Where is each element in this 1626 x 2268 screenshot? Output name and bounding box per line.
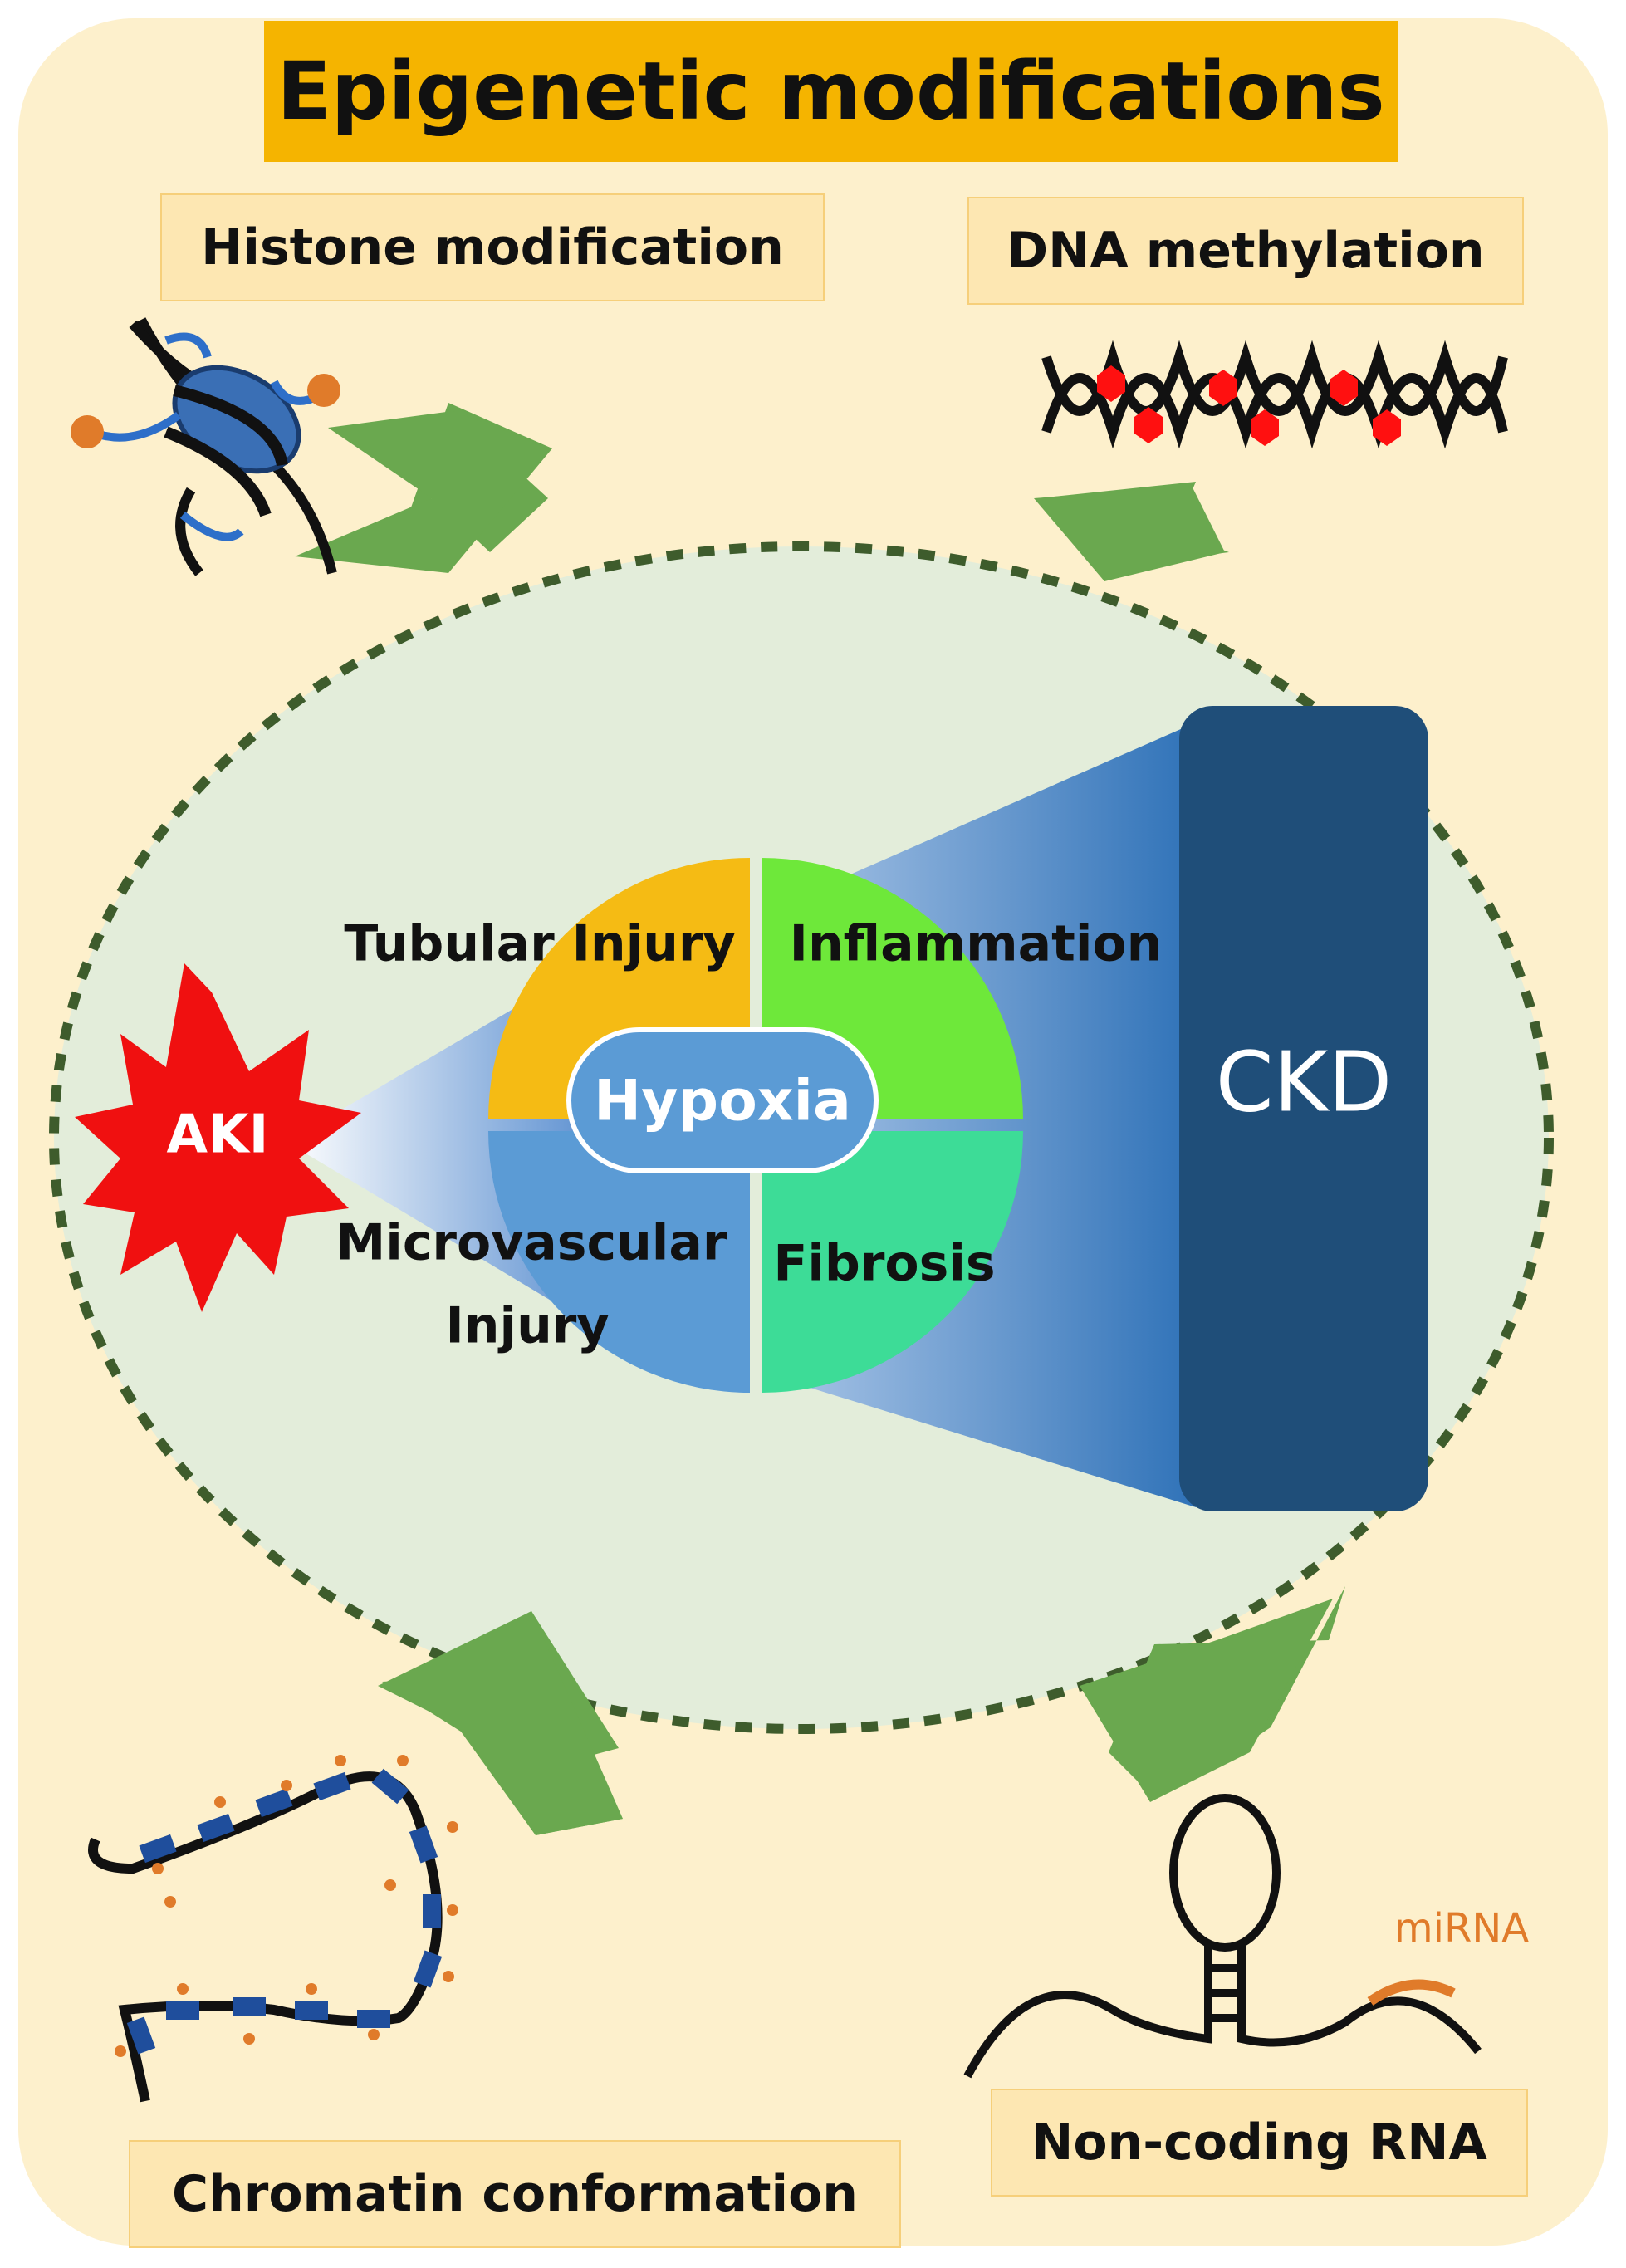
label-tubular-injury: Tubular Injury <box>344 915 735 973</box>
quadrant-microvascular <box>488 1131 750 1393</box>
label-hypoxia: Hypoxia <box>594 1069 851 1134</box>
label-microvascular: Microvascular <box>336 1214 727 1272</box>
label-histone-modification: Histone modification <box>160 193 825 301</box>
label-aki: AKI <box>167 1105 269 1166</box>
label-chromatin-conformation: Chromatin conformation <box>129 2140 901 2248</box>
label-mirna: miRNA <box>1394 1905 1529 1952</box>
aki-starburst <box>75 963 361 1312</box>
label-fibrosis: Fibrosis <box>773 1235 995 1293</box>
nucleosome-icon <box>71 317 340 576</box>
label-inflammation: Inflammation <box>790 915 1163 973</box>
label-ckd: CKD <box>1216 1033 1392 1130</box>
rna-hairpin-icon <box>963 1794 1482 2079</box>
label-microvascular-injury: Injury <box>445 1297 609 1355</box>
chromatin-fiber-icon <box>88 1755 458 2103</box>
quadrant-fibrosis <box>762 1131 1023 1393</box>
label-dna-methylation: DNA methylation <box>967 197 1524 305</box>
hypoxia-pill <box>566 1027 879 1173</box>
ckd-box <box>1179 706 1428 1511</box>
diagram-title: Epigenetic modifications <box>264 21 1398 162</box>
mirna-strand-icon <box>1367 1979 1456 2006</box>
methyl-groups <box>1097 365 1401 446</box>
label-non-coding-rna: Non-coding RNA <box>991 2089 1528 2197</box>
